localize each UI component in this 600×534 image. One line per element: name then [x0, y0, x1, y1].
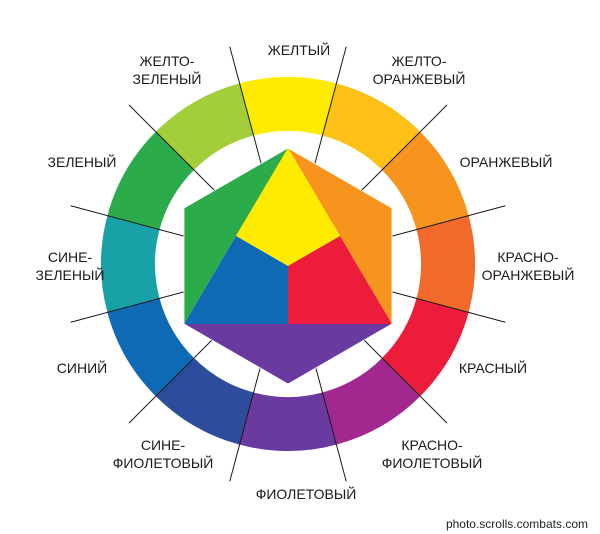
- label-red-violet-line-1: КРАСНО-: [401, 437, 463, 453]
- ring-divider-line: [128, 104, 218, 194]
- label-yellow-orange-line-1: ЖЕЛТО-: [392, 53, 447, 69]
- label-blue-green-line-2: ЗЕЛЕНЫЙ: [36, 266, 105, 283]
- label-yellow-green-line-1: ЖЕЛТО-: [140, 53, 195, 69]
- ring-segment-orange: [382, 131, 469, 230]
- label-orange: ОРАНЖЕВЫЙ: [460, 153, 553, 170]
- ring-divider-line: [384, 289, 506, 323]
- ring-segment-blue-green: [101, 215, 160, 313]
- ring-segment-red-violet: [322, 358, 421, 445]
- label-yellow-green-line-2: ЗЕЛЕНЫЙ: [133, 70, 202, 87]
- triangle-blue-section: [184, 236, 288, 324]
- ring-divider-line: [358, 104, 448, 194]
- ring-segment-blue-violet: [155, 358, 254, 445]
- ring-divider-line: [229, 46, 263, 168]
- label-red: КРАСНЫЙ: [459, 359, 527, 376]
- label-yellow-orange-line-2: ОРАНЖЕВЫЙ: [373, 70, 466, 87]
- inner-hexagon: [183, 147, 393, 385]
- label-blue-green-line-1: СИНЕ-: [48, 249, 93, 265]
- ring-segment-red-orange: [416, 215, 476, 313]
- ring-divider-line: [313, 46, 347, 168]
- ring-segment-violet: [239, 392, 337, 451]
- ring-divider-line: [229, 360, 263, 482]
- ring-divider-line: [358, 334, 448, 424]
- ring-segment-blue: [107, 298, 194, 397]
- triangle-yellow-section: [236, 148, 340, 266]
- hexagon-edges: [183, 147, 393, 385]
- ring-divider-line: [313, 360, 347, 482]
- label-red-orange-line-1: КРАСНО-: [497, 249, 559, 265]
- ring-segment-red: [382, 298, 469, 397]
- label-blue-violet-line-2: ФИОЛЕТОВЫЙ: [113, 454, 214, 471]
- ring-segment-yellow-orange: [322, 83, 421, 170]
- outer-ring: [101, 77, 476, 451]
- ring-divider-line: [70, 289, 192, 323]
- ring-segment-green: [107, 131, 194, 230]
- ring-divider-line: [128, 334, 218, 424]
- ring-divider-line: [384, 205, 506, 239]
- ring-dividers: [70, 46, 506, 482]
- label-blue: СИНИЙ: [57, 359, 107, 376]
- ring-segment-yellow: [239, 77, 337, 136]
- label-green: ЗЕЛЕНЫЙ: [48, 153, 117, 170]
- triangle-red-section: [288, 236, 392, 324]
- ring-segment-yellow-green: [155, 83, 254, 170]
- ring-divider-line: [70, 205, 192, 239]
- hexagon-violet-section: [184, 324, 392, 384]
- segment-labels: ЖЕЛТЫЙЖЕЛТО-ОРАНЖЕВЫЙОРАНЖЕВЫЙКРАСНО-ОРА…: [36, 41, 575, 502]
- label-red-orange-line-2: ОРАНЖЕВЫЙ: [482, 266, 575, 283]
- photo-credit: photo.scrolls.combats.com: [446, 517, 588, 531]
- label-yellow: ЖЕЛТЫЙ: [268, 41, 330, 58]
- label-violet: ФИОЛЕТОВЫЙ: [256, 485, 357, 502]
- label-blue-violet-line-1: СИНЕ-: [141, 437, 186, 453]
- label-red-violet-line-2: ФИОЛЕТОВЫЙ: [382, 454, 483, 471]
